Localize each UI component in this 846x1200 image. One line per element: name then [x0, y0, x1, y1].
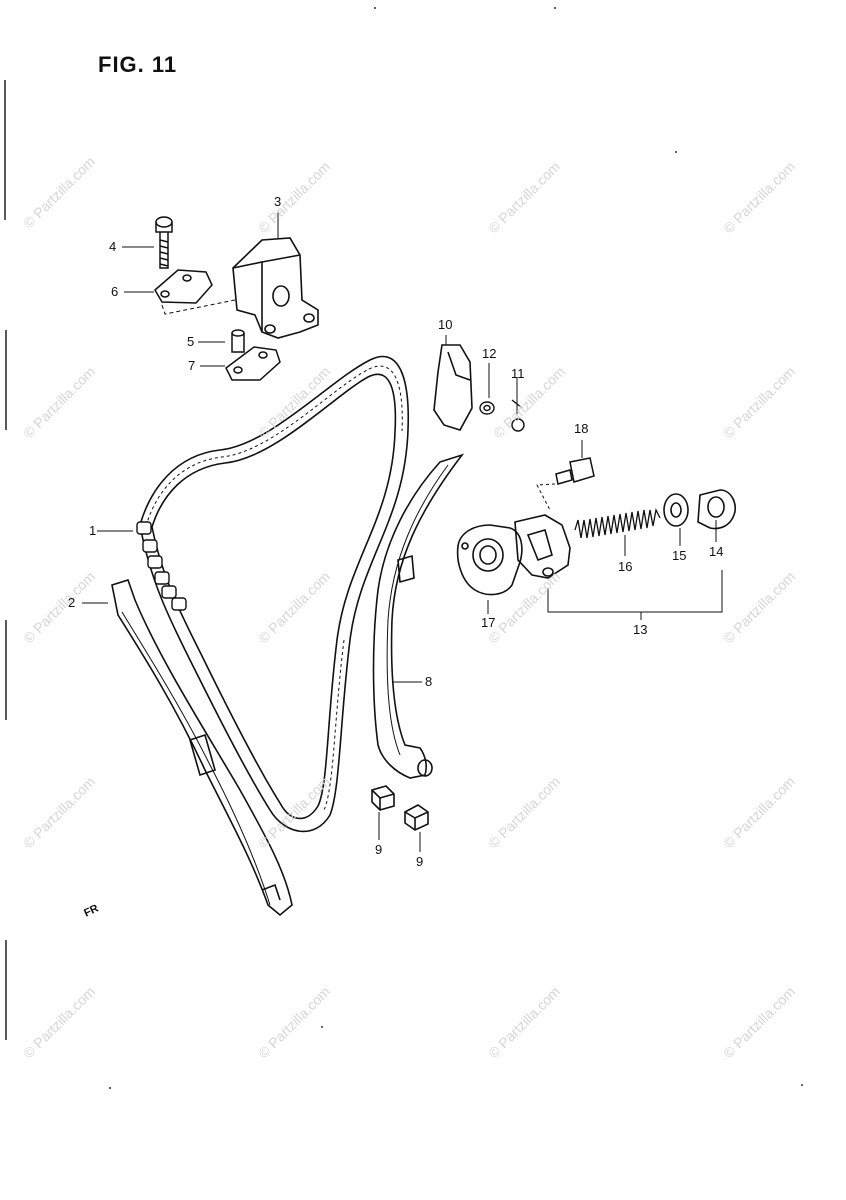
plate-upper	[154, 269, 213, 304]
callout-14: 14	[709, 544, 724, 559]
callout-1: 1	[89, 523, 97, 538]
scan-border	[4, 80, 7, 1040]
callout-15: 15	[672, 548, 687, 563]
part-10	[433, 344, 473, 431]
callout-4: 4	[109, 239, 117, 254]
callout-12: 12	[482, 346, 497, 361]
callout-9a: 9	[375, 842, 383, 857]
chain-guide-right	[372, 453, 465, 779]
bolt-18	[555, 457, 595, 485]
callout-10: 10	[438, 317, 453, 332]
chain-links	[136, 521, 187, 611]
callout-13: 13	[633, 622, 648, 637]
callout-5: 5	[187, 334, 195, 349]
callout-3: 3	[274, 194, 282, 209]
leader-lines	[82, 210, 723, 852]
callout-17: 17	[481, 615, 496, 630]
scan-specks	[109, 7, 803, 1089]
callout-6: 6	[111, 284, 119, 299]
spring	[574, 507, 661, 539]
bolt	[155, 216, 173, 269]
callout-11: 11	[511, 366, 525, 381]
callout-9b: 9	[416, 854, 424, 869]
figure-title: FIG. 11	[98, 52, 178, 77]
callout-2: 2	[68, 595, 76, 610]
plate-lower	[225, 346, 281, 381]
chain-guide-left	[111, 579, 293, 917]
upper-chain-guide	[232, 237, 319, 339]
washer-and-cap	[663, 489, 736, 530]
cam-chain	[139, 355, 410, 833]
callout-8: 8	[425, 674, 433, 689]
tensioner	[456, 514, 571, 596]
callout-7: 7	[188, 358, 196, 373]
callout-16: 16	[618, 559, 633, 574]
dowel-pin	[231, 329, 245, 353]
callout-18: 18	[574, 421, 589, 436]
slider-blocks	[371, 785, 429, 831]
